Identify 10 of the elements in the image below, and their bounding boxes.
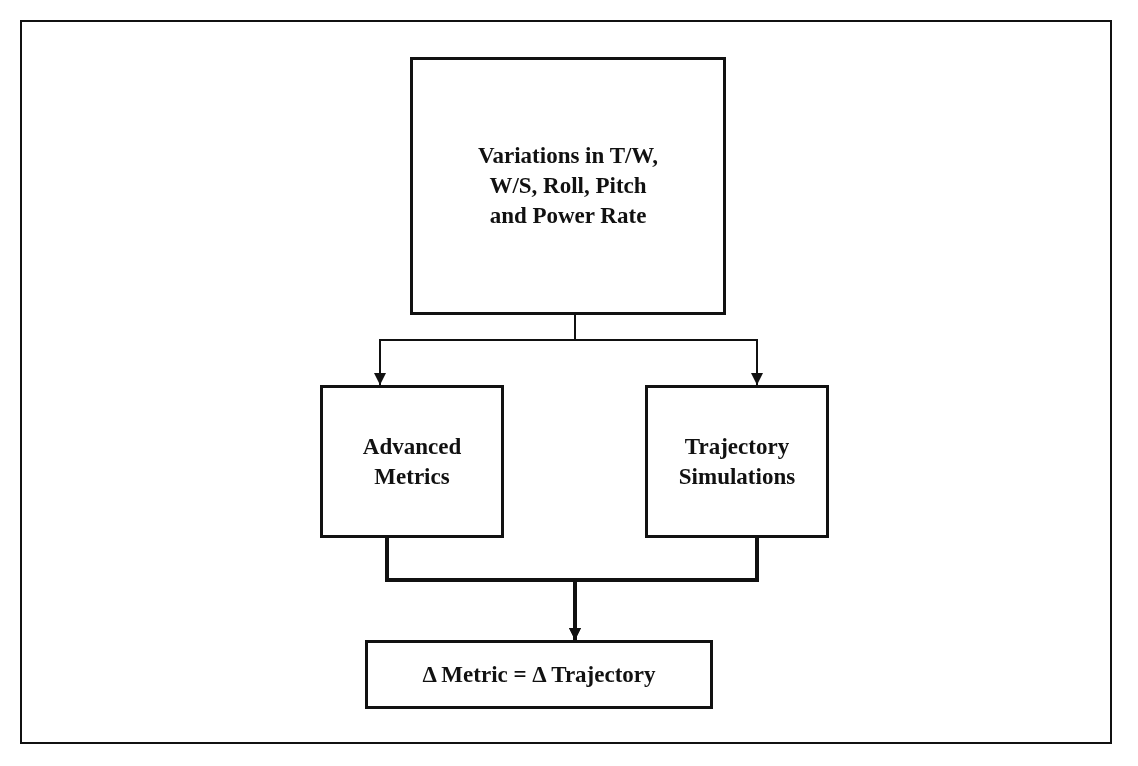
process-box xyxy=(410,57,726,315)
process-box xyxy=(645,385,829,538)
box-label: Trajectory Simulations xyxy=(677,432,797,491)
process-box xyxy=(320,385,504,538)
arrow xyxy=(569,538,759,640)
box-label: Advanced Metrics xyxy=(361,432,463,491)
box-label: Variations in T/W, W/S, Roll, Pitch and Power Rate xyxy=(477,142,659,230)
box-label: Δ Metric = Δ Trajectory xyxy=(422,660,656,689)
process-box xyxy=(365,640,713,709)
arrow xyxy=(574,314,763,386)
